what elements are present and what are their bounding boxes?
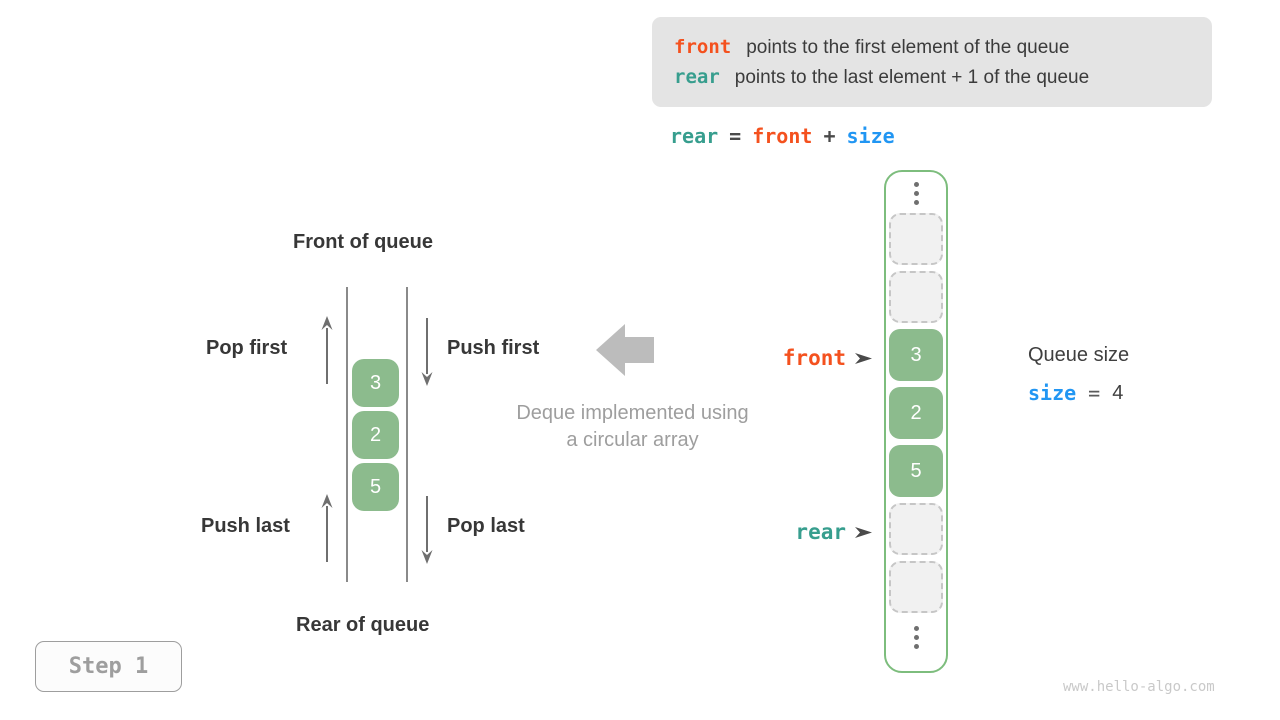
ellipsis-icon [913,626,919,649]
caption-line-2: a circular array [566,429,699,451]
front-keyword: front [674,35,732,58]
rear-of-queue-label: Rear of queue [296,614,430,636]
rear-formula: rear = front + size [670,121,895,151]
pop-first-label: Pop first [206,337,288,359]
rear-keyword: rear [674,65,720,88]
circular-array-column: 3 2 5 [884,170,948,673]
caption-line-1: Deque implemented using [516,402,749,424]
diagram-caption: Deque implemented using a circular array [480,400,785,454]
front-of-queue-label: Front of queue [293,231,433,253]
watermark: www.hello-algo.com [1063,679,1215,695]
push-last-label: Push last [201,515,290,537]
deque-left-rail [346,287,348,582]
formula-plus: + [823,124,836,148]
array-cell-empty [889,271,943,323]
pop-first-up-arrow-icon [321,316,333,384]
deque-value-box: 3 [352,359,399,407]
array-cell-front: 3 [889,329,943,381]
formula-rear: rear [670,124,719,148]
rear-pointer-label: rear [795,520,846,544]
step-badge: Step 1 [35,641,182,692]
front-definition-text: points to the first element of the queue [746,36,1070,58]
array-cell-rear [889,503,943,555]
formula-front: front [752,124,813,148]
rear-pointer: rear [736,518,872,546]
front-pointer: front [736,344,872,372]
queue-size-value-line: size = 4 [1028,381,1123,405]
pointer-arrow-icon [855,526,872,538]
left-arrow-icon [596,324,654,376]
rear-definition-line: rear points to the last element + 1 of t… [674,66,1190,89]
size-value: 4 [1112,381,1124,404]
front-pointer-label: front [782,346,846,370]
deque-value-box: 2 [352,411,399,459]
pointer-arrow-icon [855,352,872,364]
pointer-definition-box: front points to the first element of the… [652,17,1212,107]
array-cell: 5 [889,445,943,497]
formula-equals: = [729,124,742,148]
array-cell-empty [889,561,943,613]
pop-last-label: Pop last [447,515,525,537]
pop-last-down-arrow-icon [421,496,433,564]
rear-definition-text: points to the last element + 1 of the qu… [734,66,1090,88]
push-last-up-arrow-icon [321,494,333,562]
array-cell: 2 [889,387,943,439]
size-variable: size [1028,381,1077,405]
deque-value-box: 5 [352,463,399,511]
formula-size: size [846,124,895,148]
queue-size-title: Queue size [1028,344,1130,366]
array-cell-empty [889,213,943,265]
push-first-label: Push first [447,337,540,359]
push-first-down-arrow-icon [421,318,433,386]
front-definition-line: front points to the first element of the… [674,36,1190,59]
deque-right-rail [406,287,408,582]
ellipsis-icon [913,182,919,205]
size-equals: = [1088,381,1101,405]
